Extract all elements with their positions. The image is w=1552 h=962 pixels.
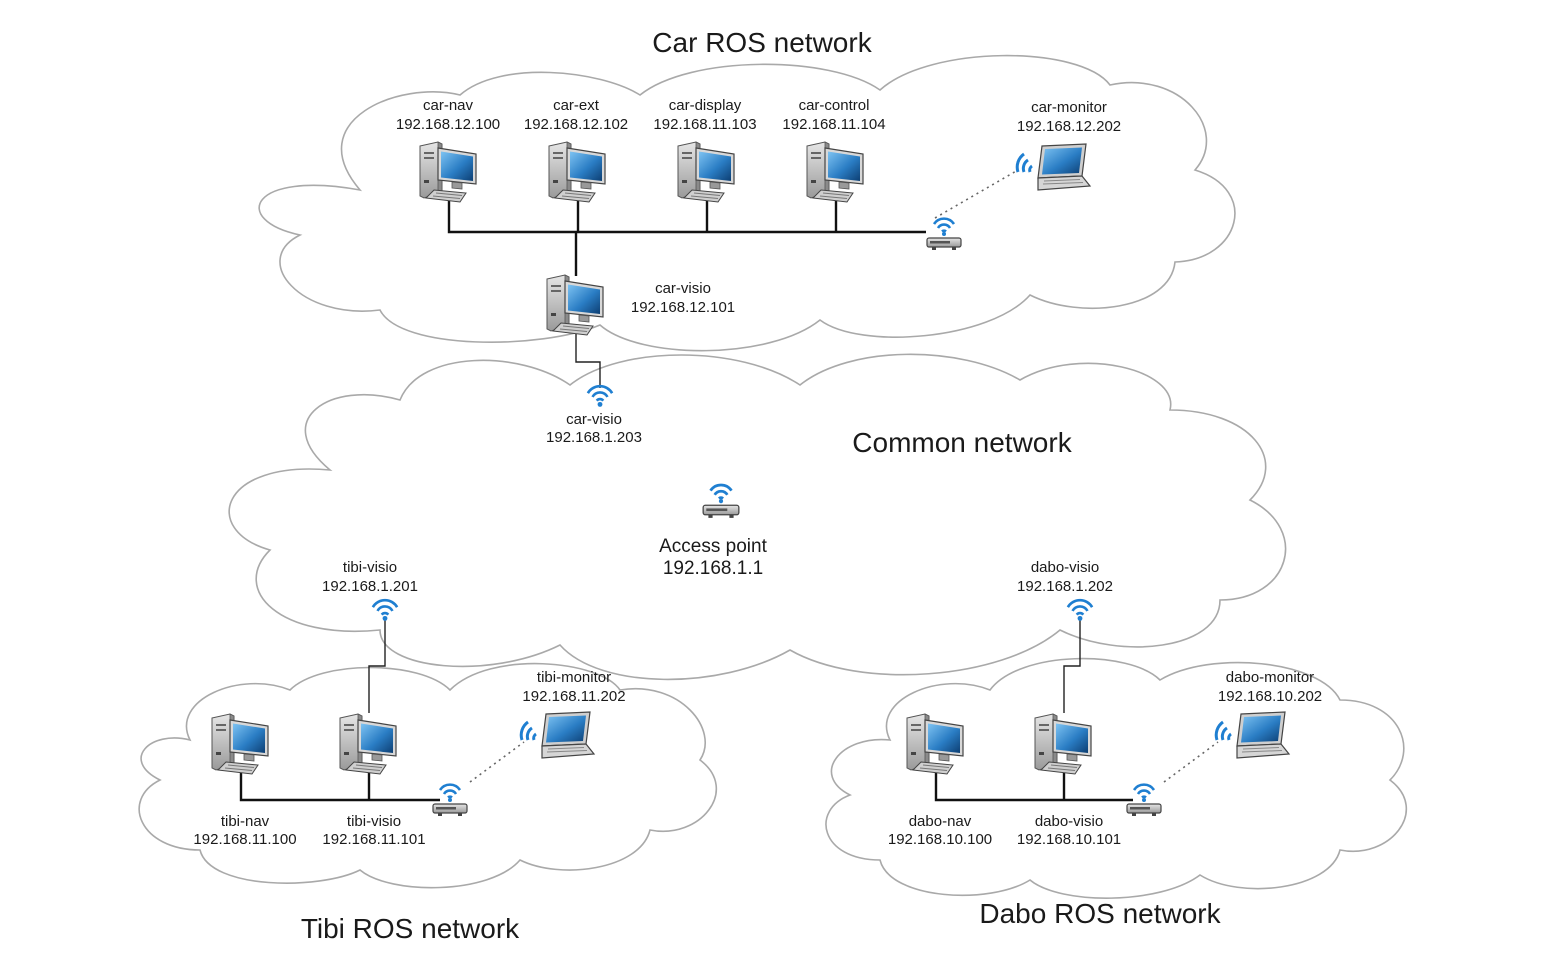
node-ip: 192.168.11.104 xyxy=(782,116,885,133)
title-tibi-network: Tibi ROS network xyxy=(301,913,520,944)
node-name: tibi-visio xyxy=(343,559,397,576)
node-name: car-visio xyxy=(566,411,622,428)
node-name: dabo-visio xyxy=(1035,813,1103,830)
node-ip: 192.168.10.101 xyxy=(1017,831,1121,848)
node-car-ext[interactable]: car-ext 192.168.12.102 xyxy=(524,97,628,203)
node-name: car-nav xyxy=(423,97,474,114)
node-car-control[interactable]: car-control 192.168.11.104 xyxy=(782,97,886,203)
node-name: dabo-monitor xyxy=(1226,669,1314,686)
node-name: Access point xyxy=(659,536,767,557)
title-car-network: Car ROS network xyxy=(652,27,872,58)
node-ip: 192.168.12.102 xyxy=(524,116,628,133)
node-dabo-visio[interactable]: dabo-visio 192.168.10.101 xyxy=(1017,713,1121,848)
node-name: dabo-nav xyxy=(909,813,972,830)
node-name: tibi-monitor xyxy=(537,669,611,686)
node-ip: 192.168.1.203 xyxy=(546,429,642,446)
node-name: car-monitor xyxy=(1031,99,1107,116)
node-dabo-monitor[interactable]: dabo-monitor 192.168.10.202 xyxy=(1214,669,1322,760)
node-tibi-visio[interactable]: tibi-visio 192.168.11.101 xyxy=(322,713,426,848)
node-ip: 192.168.10.100 xyxy=(888,831,992,848)
node-ip: 192.168.11.103 xyxy=(653,116,756,133)
node-access-point[interactable]: Access point 192.168.1.1 xyxy=(659,483,768,579)
node-name: car-display xyxy=(669,97,742,114)
node-ip: 192.168.10.202 xyxy=(1218,688,1322,705)
node-ip: 192.168.12.101 xyxy=(631,299,735,316)
node-dabo-nav[interactable]: dabo-nav 192.168.10.100 xyxy=(888,713,992,848)
node-name: tibi-visio xyxy=(347,813,401,830)
node-ip: 192.168.11.100 xyxy=(193,831,296,848)
node-ip: 192.168.11.202 xyxy=(522,688,625,705)
node-car-monitor[interactable]: car-monitor 192.168.12.202 xyxy=(1015,99,1121,192)
node-dabo-visio-wifi[interactable]: dabo-visio 192.168.1.202 xyxy=(1017,559,1113,623)
tibi-lan-wires xyxy=(239,618,525,802)
node-name: car-control xyxy=(799,97,870,114)
node-tibi-nav[interactable]: tibi-nav 192.168.11.100 xyxy=(193,713,297,848)
car-lan-wires xyxy=(447,169,1019,388)
node-tibi-visio-wifi[interactable]: tibi-visio 192.168.1.201 xyxy=(322,559,418,623)
dabo-lan-wires xyxy=(934,618,1219,802)
title-common-network: Common network xyxy=(852,427,1072,458)
node-ip: 192.168.11.101 xyxy=(322,831,425,848)
title-dabo-network: Dabo ROS network xyxy=(979,898,1221,929)
node-ip: 192.168.1.202 xyxy=(1017,578,1113,595)
node-car-nav[interactable]: car-nav 192.168.12.100 xyxy=(396,97,500,203)
node-name: car-visio xyxy=(655,280,711,297)
node-ip: 192.168.12.100 xyxy=(396,116,500,133)
node-car-display[interactable]: car-display 192.168.11.103 xyxy=(653,97,757,203)
node-name: tibi-nav xyxy=(221,813,270,830)
node-name: dabo-visio xyxy=(1031,559,1099,576)
node-name: car-ext xyxy=(553,97,600,114)
cloud-common-network xyxy=(228,353,1287,681)
node-car-visio[interactable]: car-visio 192.168.12.101 xyxy=(546,274,735,336)
node-ip: 192.168.12.202 xyxy=(1017,118,1121,135)
node-ip: 192.168.1.1 xyxy=(663,558,763,579)
node-car-visio-wifi[interactable]: car-visio 192.168.1.203 xyxy=(546,384,642,446)
node-tibi-monitor[interactable]: tibi-monitor 192.168.11.202 xyxy=(519,669,626,760)
cloud-car-network xyxy=(258,54,1236,352)
cloud-tibi-network xyxy=(138,662,718,889)
node-ip: 192.168.1.201 xyxy=(322,578,418,595)
